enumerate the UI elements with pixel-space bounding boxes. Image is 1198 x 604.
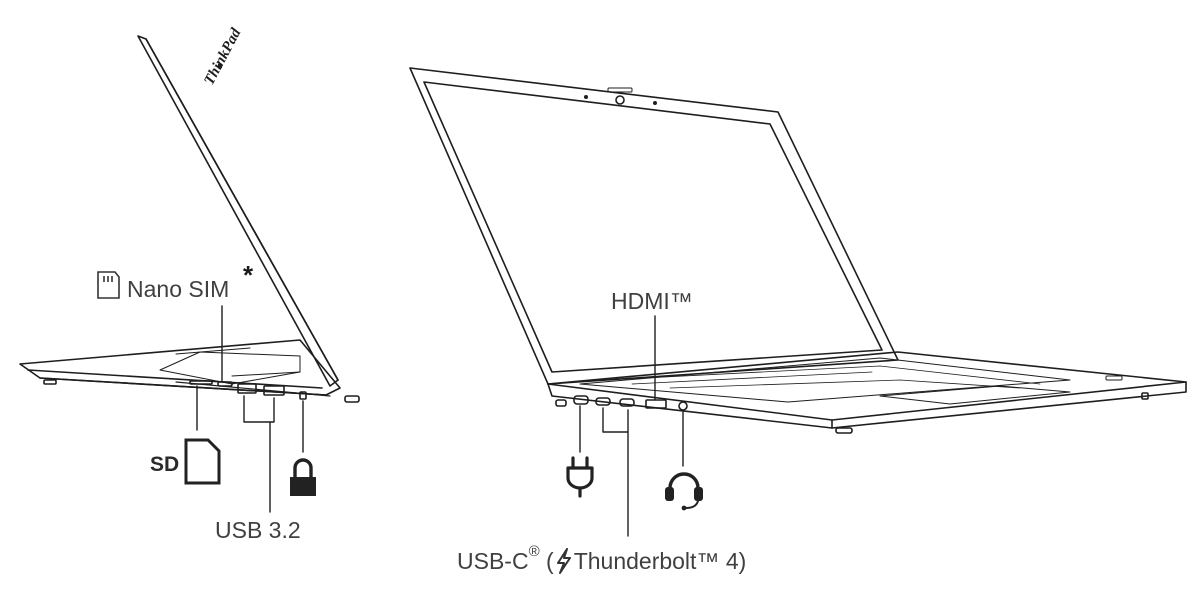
nano-sim-label: Nano SIM: [127, 278, 229, 301]
left-laptop-base: [19, 339, 341, 396]
headset-icon: [665, 472, 703, 511]
sd-card-icon: [184, 438, 221, 485]
usbc-thunderbolt-label: USB-C® ( Thunderbolt™ 4): [457, 544, 747, 574]
registered-mark: ®: [528, 543, 540, 560]
nano-sim-text: Nano SIM: [127, 276, 230, 302]
right-laptop-lid: [409, 67, 899, 385]
nano-sim-asterisk: *: [243, 260, 254, 290]
sd-label: SD: [150, 453, 180, 476]
usbc-text: USB-C: [457, 548, 529, 574]
sim-card-icon: [97, 271, 120, 299]
left-laptop-lid: [137, 35, 339, 387]
right-laptop: [409, 67, 1187, 434]
left-laptop: [19, 35, 360, 403]
right-laptop-screen: [423, 81, 883, 373]
thinkpad-lid-logo: ThinkPad: [201, 25, 244, 87]
right-leader-lines: [579, 315, 684, 537]
usb32-label: USB 3.2: [215, 517, 301, 543]
hdmi-label: HDMI™: [611, 288, 693, 314]
thunderbolt-bolt-icon: [556, 548, 571, 574]
paren-open: (: [546, 548, 554, 574]
security-lock-icon: [290, 458, 316, 496]
left-leader-lines: [196, 305, 304, 513]
power-plug-icon: [566, 456, 594, 498]
thunderbolt-text: Thunderbolt™ 4): [573, 548, 747, 574]
